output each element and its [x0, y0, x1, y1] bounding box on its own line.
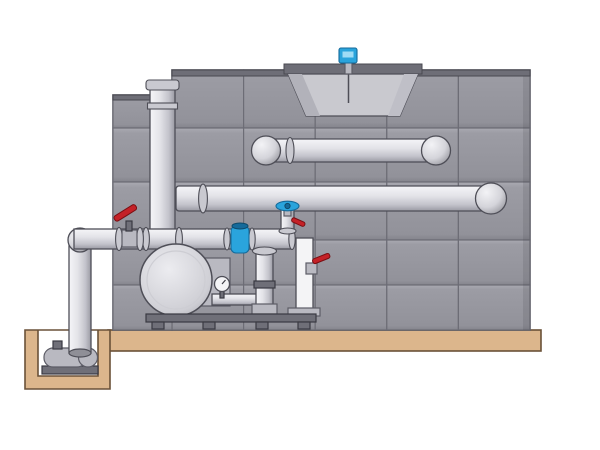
- upper-pipe-left-cap: [250, 135, 282, 166]
- skid-base: [145, 313, 317, 323]
- riser-body: [149, 88, 176, 241]
- skid-foot: [202, 321, 216, 330]
- top-water-basin: [283, 63, 423, 117]
- valve-flange: [115, 226, 123, 252]
- upper-pipe-flange: [285, 136, 295, 165]
- riser-top-cap: [145, 79, 180, 91]
- vertical-riser-pipe: [145, 79, 180, 241]
- basin-left-shade: [288, 74, 320, 116]
- skid-pipe: [211, 293, 259, 306]
- basin-rim: [283, 63, 423, 75]
- skid-foot: [255, 321, 269, 330]
- lower-pipe-right-cap: [474, 182, 508, 215]
- riser-flange: [146, 102, 179, 110]
- valve-body: [121, 229, 138, 248]
- drop-pipe-outlet: [68, 348, 92, 358]
- sump-pump-fitting: [52, 340, 63, 350]
- tower-panel: [386, 239, 459, 286]
- check-valve: [223, 222, 256, 254]
- pump-column-flange-top: [251, 246, 278, 256]
- skid-foot: [297, 321, 311, 330]
- lower-pipe-flange: [198, 183, 208, 214]
- lower-pipe-body: [175, 185, 489, 212]
- basin-level-sensor: [338, 47, 358, 103]
- upper-pipe-right-cap: [420, 135, 452, 166]
- drain-valve-lever: [312, 252, 331, 265]
- tower-panel: [457, 284, 531, 331]
- upper-distribution-pipe: [250, 135, 452, 166]
- basin-right-shade: [388, 74, 418, 116]
- tower-panel: [171, 69, 245, 129]
- filter-tank-rim: [146, 250, 206, 310]
- skid-foot: [151, 321, 165, 330]
- support-frame: [295, 237, 314, 315]
- branch-flange: [278, 227, 297, 235]
- tower-panel: [386, 284, 459, 331]
- tower-panel: [457, 127, 531, 183]
- butterfly-valve: [113, 204, 144, 252]
- valve-stem: [125, 220, 133, 232]
- drain-valve: [305, 252, 331, 275]
- tower-right-shade: [523, 76, 530, 330]
- pump-column-base: [251, 303, 278, 315]
- check-valve-cap: [231, 222, 249, 230]
- tower-panel: [457, 69, 531, 129]
- tower-panel: [314, 284, 388, 331]
- pump-column-band: [253, 280, 276, 289]
- valve-flange: [223, 227, 231, 251]
- pressure-gauge: [213, 275, 231, 299]
- drain-valve-body: [305, 262, 318, 275]
- check-valve-body: [230, 225, 250, 254]
- pump-skid: [139, 237, 331, 330]
- globe-valve: [275, 200, 306, 235]
- valve-flange: [136, 226, 144, 252]
- tower-panel: [171, 127, 245, 183]
- sensor-window: [342, 51, 354, 58]
- floor-and-pit: [24, 329, 542, 390]
- valve-flange: [248, 227, 256, 251]
- tower-panel: [457, 239, 531, 286]
- vertical-pump-column: [251, 246, 278, 316]
- tower-panel: [314, 239, 388, 286]
- handwheel-hub: [284, 202, 291, 210]
- valve-lever-handle: [113, 204, 138, 222]
- lower-distribution-pipe: [175, 182, 508, 215]
- concrete-floor-slab: [107, 329, 542, 352]
- gauge-needle: [221, 279, 226, 285]
- filter-tank: [139, 243, 213, 317]
- drop-pipe-to-sump: [68, 245, 92, 354]
- branch-red-lever: [291, 217, 306, 227]
